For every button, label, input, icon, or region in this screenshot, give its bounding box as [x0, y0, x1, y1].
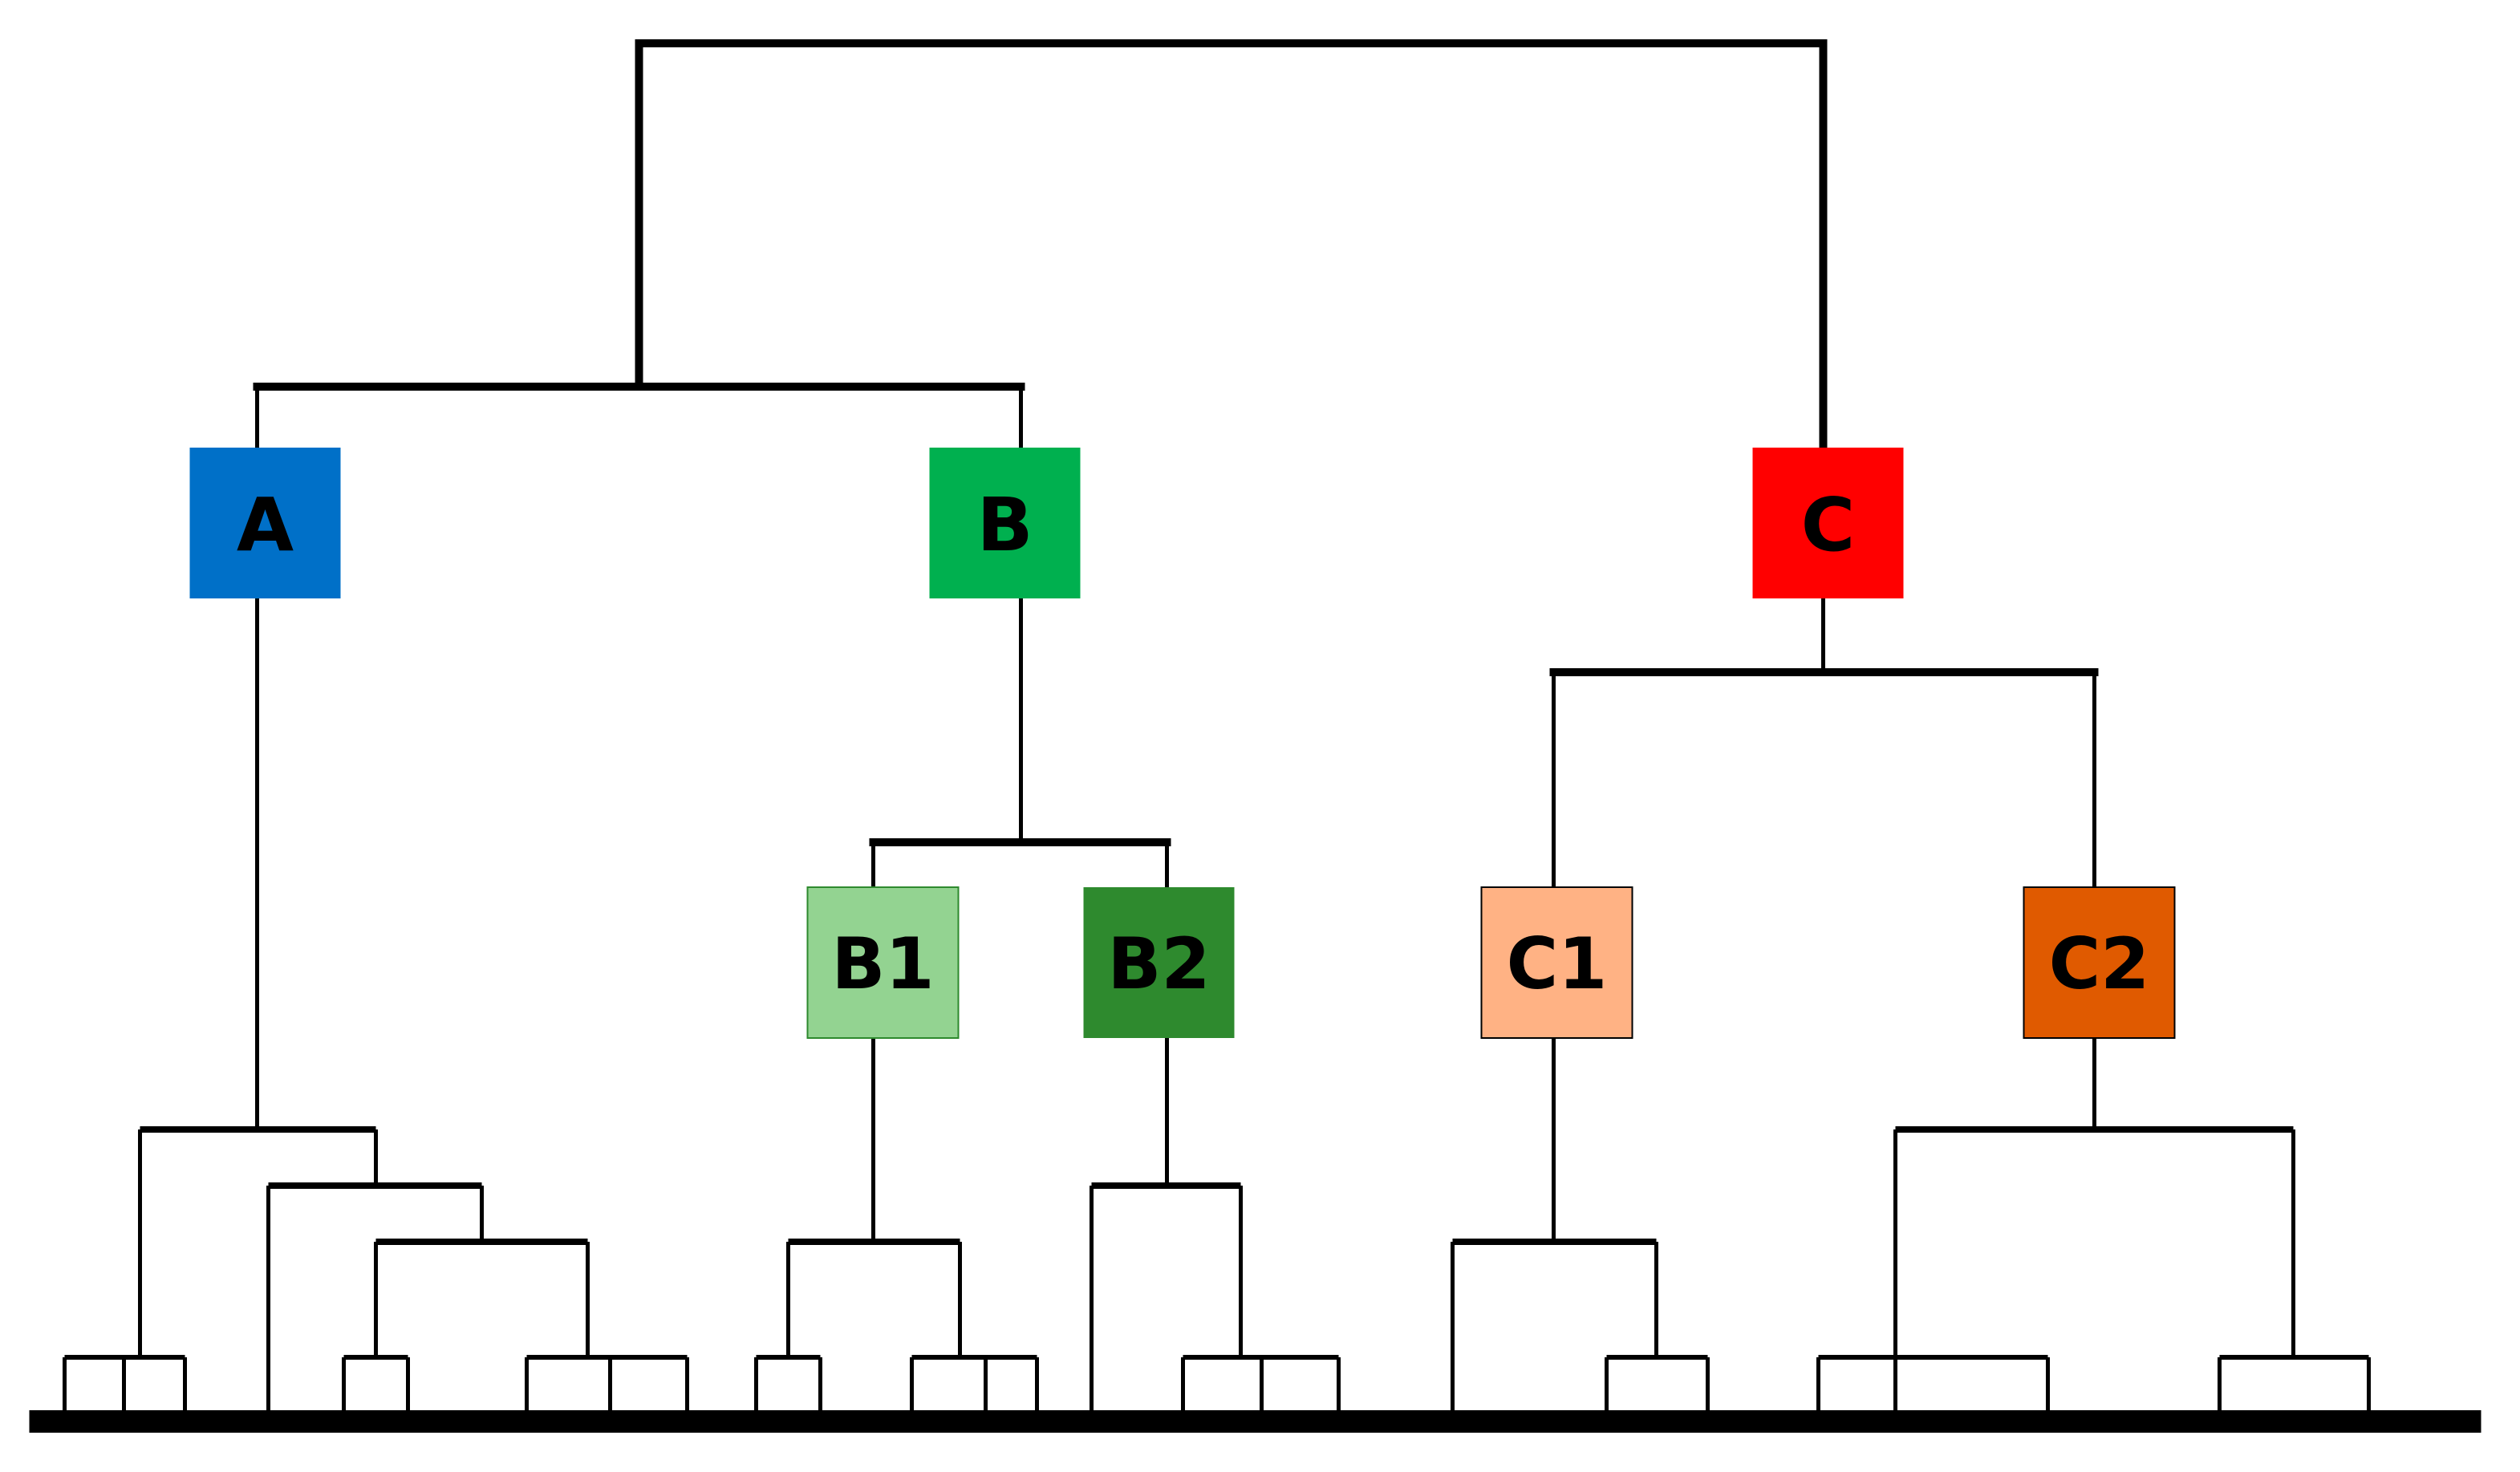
node-B-label: B: [976, 482, 1033, 568]
cluster-a-leaves: [63, 1126, 689, 1412]
node-B1: B1: [806, 886, 960, 1039]
cluster-b1-leaves: [754, 1239, 1039, 1412]
node-C2-label: C2: [2049, 923, 2150, 1005]
cluster-c2-leaves: [1816, 1126, 2371, 1412]
node-C2-box: [2023, 886, 2176, 1039]
node-C-box: [1752, 448, 1904, 598]
node-B1-label: B1: [831, 923, 934, 1005]
node-C1-label: C1: [1507, 923, 1608, 1005]
cluster-b2-leaves: [1090, 1182, 1341, 1412]
node-B2: B2: [1083, 887, 1235, 1038]
node-C1: C1: [1480, 886, 1633, 1039]
node-C: C: [1752, 448, 1904, 598]
node-A-box: [189, 448, 341, 598]
node-A-label: A: [237, 482, 294, 568]
node-B2-label: B2: [1107, 923, 1210, 1005]
node-B1-box: [806, 886, 960, 1039]
node-B2-box: [1083, 887, 1235, 1038]
leaf-clusters: [63, 1126, 2371, 1412]
tree-main-branches: [253, 39, 2099, 846]
node-B: B: [929, 448, 1081, 598]
node-C1-box: [1480, 886, 1633, 1039]
node-C2: C2: [2023, 886, 2176, 1039]
node-B-box: [929, 448, 1081, 598]
node-A: A: [189, 448, 341, 598]
tree-drop-lines: [255, 387, 2096, 1242]
node-C-label: C: [1801, 482, 1856, 568]
cluster-c1-leaves: [1451, 1239, 1710, 1412]
